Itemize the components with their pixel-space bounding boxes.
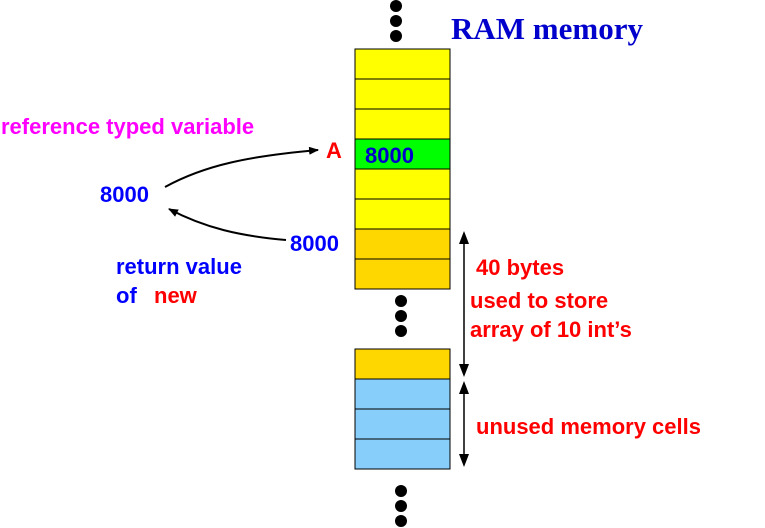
diagram-title: RAM memory	[451, 11, 643, 46]
bytes-size-label: 40 bytes	[476, 255, 564, 280]
memory-stack-upper	[354, 48, 451, 290]
memory-cell-free	[354, 168, 451, 200]
ellipsis-top	[390, 0, 402, 42]
unused-span-arrow	[459, 381, 469, 467]
memory-cell-unused	[354, 378, 451, 410]
reference-typed-variable-label: reference typed variable	[1, 114, 254, 139]
arrow-return-value	[168, 208, 287, 241]
returned-address-value: 8000	[290, 231, 339, 256]
arrow-to-variable-a	[164, 146, 319, 188]
memory-cell-unused	[354, 438, 451, 470]
unused-cells-label: unused memory cells	[476, 414, 701, 439]
stored-address-value: 8000	[365, 143, 414, 168]
ellipsis-middle	[395, 295, 407, 337]
memory-cell-array	[354, 258, 451, 290]
ellipsis-bottom	[395, 485, 407, 527]
bytes-array-label: array of 10 int’s	[470, 317, 632, 342]
array-span-arrow	[459, 231, 469, 377]
new-keyword-label: new	[154, 283, 198, 308]
memory-cell-array	[354, 348, 451, 380]
memory-cell-free	[354, 78, 451, 110]
return-value-label: return value	[116, 254, 242, 279]
bytes-purpose-label: used to store	[470, 288, 608, 313]
memory-cell-free	[354, 198, 451, 230]
memory-stack-lower	[354, 348, 451, 470]
memory-cell-reference	[354, 138, 451, 170]
return-value-of-label: of	[116, 283, 137, 308]
memory-cell-unused	[354, 408, 451, 440]
variable-name-label: A	[326, 138, 342, 163]
left-address-value: 8000	[100, 182, 149, 207]
memory-cell-free	[354, 108, 451, 140]
memory-cell-array	[354, 228, 451, 260]
memory-cell-free	[354, 48, 451, 80]
